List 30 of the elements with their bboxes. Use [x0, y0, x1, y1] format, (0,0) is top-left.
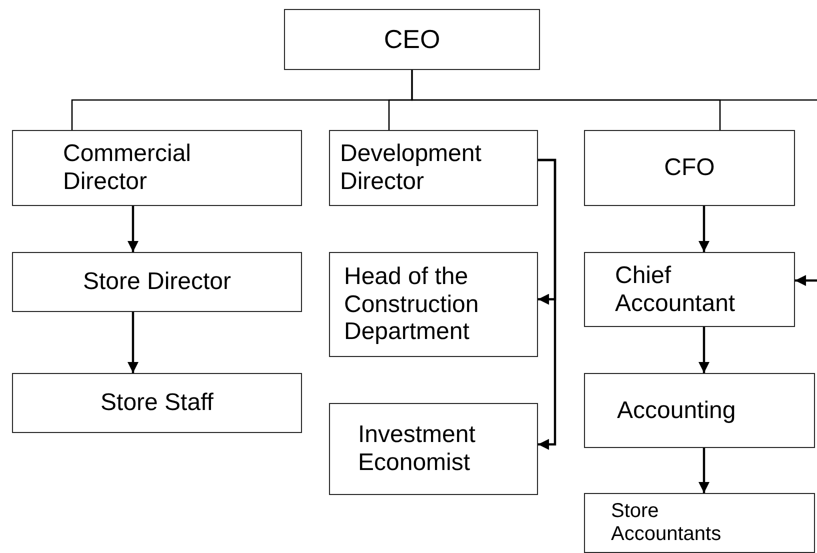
org-box — [584, 252, 795, 327]
arrow — [698, 448, 710, 493]
role-title: Development Director — [340, 140, 482, 196]
org-box — [329, 130, 538, 206]
connector-line — [411, 70, 817, 101]
role-title: Accounting — [617, 396, 737, 424]
role-title: Store Director — [82, 268, 232, 296]
role-title: CFO — [664, 154, 715, 182]
arrow — [128, 206, 138, 252]
role-title: Chief Accountant — [615, 262, 736, 318]
arrow — [128, 312, 138, 373]
org-box — [584, 130, 795, 206]
org-box — [329, 403, 538, 495]
org-box — [584, 373, 815, 448]
org-box — [329, 252, 538, 357]
role-title: Commercial Director — [63, 140, 192, 196]
role-title: Store Accountants — [611, 500, 722, 546]
org-box — [12, 130, 302, 206]
org-box — [284, 9, 540, 70]
org-box — [12, 252, 302, 312]
arrow — [698, 206, 710, 252]
role-title: CEO — [384, 24, 440, 54]
arrow — [538, 158, 556, 450]
role-title: Head of the Construction Department — [344, 263, 480, 346]
arrow — [795, 275, 817, 286]
role-title: Store Staff — [100, 389, 214, 417]
org-box — [584, 493, 815, 553]
arrow — [698, 327, 710, 373]
org-box — [12, 373, 302, 433]
role-title: Investment Economist — [358, 421, 476, 477]
